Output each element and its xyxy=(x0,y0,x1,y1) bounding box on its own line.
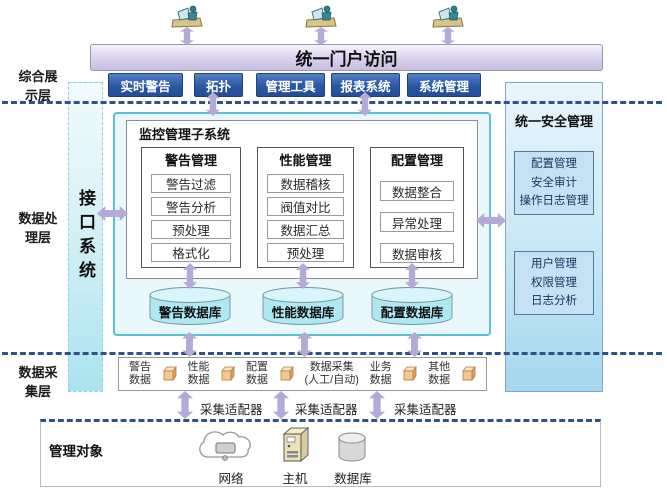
function-item: 异常处理 xyxy=(379,212,455,232)
collection-item-other: 其他 数据 xyxy=(428,360,451,386)
collection-item-alert: 警告 数据 xyxy=(129,360,151,386)
layer-divider xyxy=(2,352,662,355)
function-item: 数据汇总 xyxy=(267,220,344,239)
column-title: 性能管理 xyxy=(279,153,332,168)
data-cube-icon xyxy=(279,366,294,382)
function-item: 数据稽核 xyxy=(267,174,344,193)
column-title: 配置管理 xyxy=(390,153,443,168)
alert-management-column: 警告管理 警告过滤 警告分析 预处理 格式化 xyxy=(141,147,241,268)
nav-button-system-admin[interactable]: 系统管理 xyxy=(407,73,481,97)
portal-bar: 统一门户访问 xyxy=(90,44,603,71)
function-item: 数据审核 xyxy=(379,243,455,263)
double-arrow xyxy=(177,391,193,419)
user-terminal-icon xyxy=(305,5,337,28)
function-item: 格式化 xyxy=(151,243,231,262)
adapter-label: 采集适配器 xyxy=(200,403,263,417)
collection-item-manual-auto: 数据采集 (人工/自动) xyxy=(304,360,359,386)
function-item: 预处理 xyxy=(267,243,344,262)
collection-item-config: 配置 数据 xyxy=(246,360,268,386)
double-arrow xyxy=(273,391,289,419)
double-arrow xyxy=(358,92,372,116)
interface-system-bar: 接口系统 xyxy=(68,82,103,392)
layer-label-collection: 数据采 集层 xyxy=(18,365,58,399)
database-label: 警告数据库 xyxy=(158,306,222,320)
collection-item-performance: 性能 数据 xyxy=(187,360,210,386)
column-title: 警告管理 xyxy=(164,153,217,168)
portal-title: 统一门户访问 xyxy=(295,50,398,69)
security-group-user: 用户管理 权限管理 日志分析 xyxy=(514,251,594,315)
database-cylinder-icon xyxy=(149,287,231,325)
double-arrow xyxy=(441,27,455,45)
data-cube-icon xyxy=(462,366,476,382)
function-item: 预处理 xyxy=(151,220,231,239)
managed-object-label-host: 主机 xyxy=(282,472,308,486)
double-arrow xyxy=(180,27,194,45)
double-arrow xyxy=(314,27,328,45)
data-cube-icon xyxy=(403,366,418,382)
performance-management-column: 性能管理 数据稽核 阀值对比 数据汇总 预处理 xyxy=(257,147,354,268)
managed-objects-box: 管理对象 网络 主机 数据库 xyxy=(40,419,601,487)
double-arrow xyxy=(97,206,128,221)
layer-label-display: 综合展 示层 xyxy=(18,69,58,103)
collection-item-business: 业务 数据 xyxy=(369,360,392,386)
function-item: 警告分析 xyxy=(151,197,231,216)
managed-object-label-database: 数据库 xyxy=(334,472,372,486)
double-arrow xyxy=(407,332,422,357)
layer-label-processing: 数据处 理层 xyxy=(18,211,58,245)
double-arrow xyxy=(369,391,385,419)
double-arrow xyxy=(476,213,506,228)
double-arrow xyxy=(206,92,220,116)
database-cylinder-icon xyxy=(371,287,453,325)
database-label: 配置数据库 xyxy=(380,306,444,320)
double-arrow xyxy=(182,332,197,357)
user-terminal-icon xyxy=(171,5,203,28)
security-group-audit: 配置管理 安全审计 操作日志管理 xyxy=(514,151,594,215)
security-panel-title: 统一安全管理 xyxy=(514,114,593,129)
double-arrow xyxy=(405,263,419,289)
data-cube-icon xyxy=(221,366,236,382)
alert-database: 警告数据库 xyxy=(148,286,232,326)
layer-divider xyxy=(2,101,662,104)
double-arrow xyxy=(183,263,197,289)
function-item: 阀值对比 xyxy=(267,197,344,216)
monitor-subsystem-title: 监控管理子系统 xyxy=(139,127,231,142)
adapter-label: 采集适配器 xyxy=(394,403,457,417)
double-arrow xyxy=(297,332,312,357)
network-cloud-icon xyxy=(199,431,251,461)
performance-database: 性能数据库 xyxy=(261,286,345,326)
function-item: 数据整合 xyxy=(379,181,455,201)
user-terminal-icon xyxy=(432,5,464,28)
database-label: 性能数据库 xyxy=(271,306,335,320)
adapter-label: 采集适配器 xyxy=(295,403,358,417)
managed-objects-title: 管理对象 xyxy=(49,444,103,459)
nav-button-topology[interactable]: 拓扑 xyxy=(194,73,243,97)
host-server-icon xyxy=(282,427,310,463)
collection-strip: 警告 数据 性能 数据 配置 数据 数据采集 (人工/自动) 业务 数据 其他 … xyxy=(118,357,487,391)
function-item: 警告过滤 xyxy=(151,174,231,193)
database-cylinder-icon xyxy=(338,432,366,462)
data-cube-icon xyxy=(162,366,177,382)
nav-button-admin-tools[interactable]: 管理工具 xyxy=(256,73,325,97)
security-panel: 统一安全管理 配置管理 安全审计 操作日志管理 用户管理 权限管理 日志分析 xyxy=(505,82,603,392)
managed-object-label-network: 网络 xyxy=(218,472,244,486)
config-database: 配置数据库 xyxy=(370,286,454,326)
nav-button-realtime-alert[interactable]: 实时警告 xyxy=(108,73,183,97)
config-management-column: 配置管理 数据整合 异常处理 数据审核 xyxy=(370,147,464,268)
double-arrow xyxy=(296,263,310,289)
